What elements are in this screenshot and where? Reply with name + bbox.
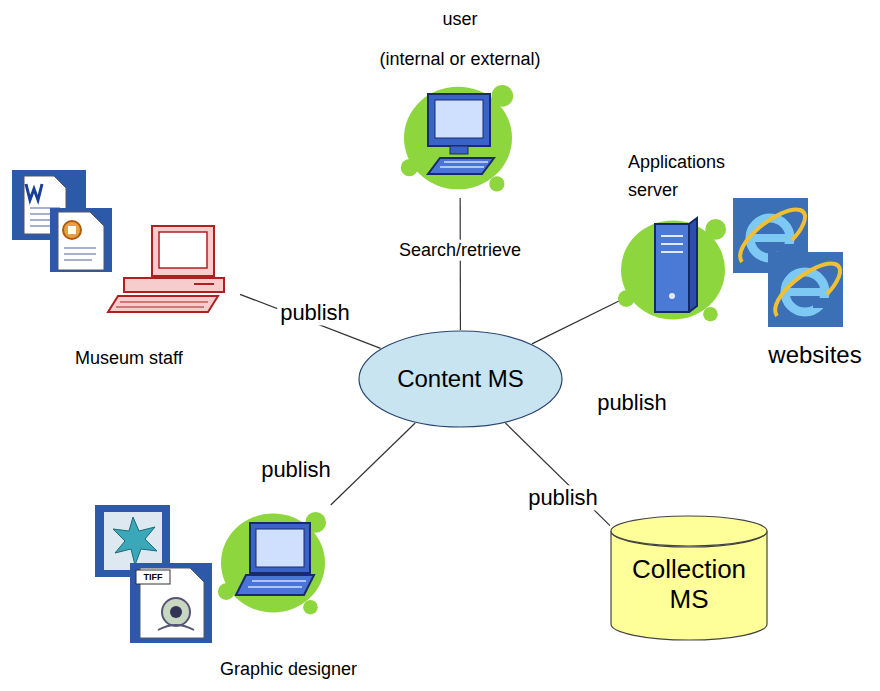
content-system-ellipse: Content MS (358, 330, 563, 428)
designer-station: Graphic designer (215, 505, 390, 680)
connector-line (505, 423, 610, 526)
node-label: Museum staff (70, 347, 240, 369)
powerpoint-icon (50, 208, 112, 272)
collection-database: Collection MS (610, 515, 768, 640)
server-icon (615, 210, 735, 325)
node-label: Applications server (622, 148, 772, 204)
connector-line (460, 198, 461, 330)
edge-label: publish (525, 485, 601, 510)
application-server: Applications server (622, 148, 772, 325)
websites-label: websites (766, 341, 863, 369)
desk-icon (112, 222, 237, 317)
node-label: Graphic designer (215, 658, 390, 680)
edge-label: publish (277, 300, 353, 325)
edge-label: publish (594, 390, 670, 415)
node-title: Content MS (397, 365, 524, 393)
pc-icon (380, 76, 540, 198)
connector-line (532, 300, 622, 344)
edge-label: Search/retrieve (396, 240, 524, 261)
laptop-icon (218, 505, 333, 620)
file-type-label: TIFF (142, 572, 165, 582)
node-label: user (330, 8, 590, 30)
green-blob (401, 85, 513, 191)
user-station: user (internal or external) (330, 8, 590, 198)
node-sublabel: (internal or external) (330, 48, 590, 70)
green-blob (218, 512, 326, 614)
edge-label: publish (258, 457, 334, 482)
green-blob (618, 219, 726, 321)
node-title: Collection MS (624, 554, 754, 614)
browser-icon (768, 252, 843, 327)
word-icon (12, 170, 86, 240)
connector-line (331, 423, 416, 505)
tiff-file-icon (130, 563, 212, 643)
connector-line (240, 294, 381, 348)
staff-station: Museum staff (70, 222, 240, 369)
